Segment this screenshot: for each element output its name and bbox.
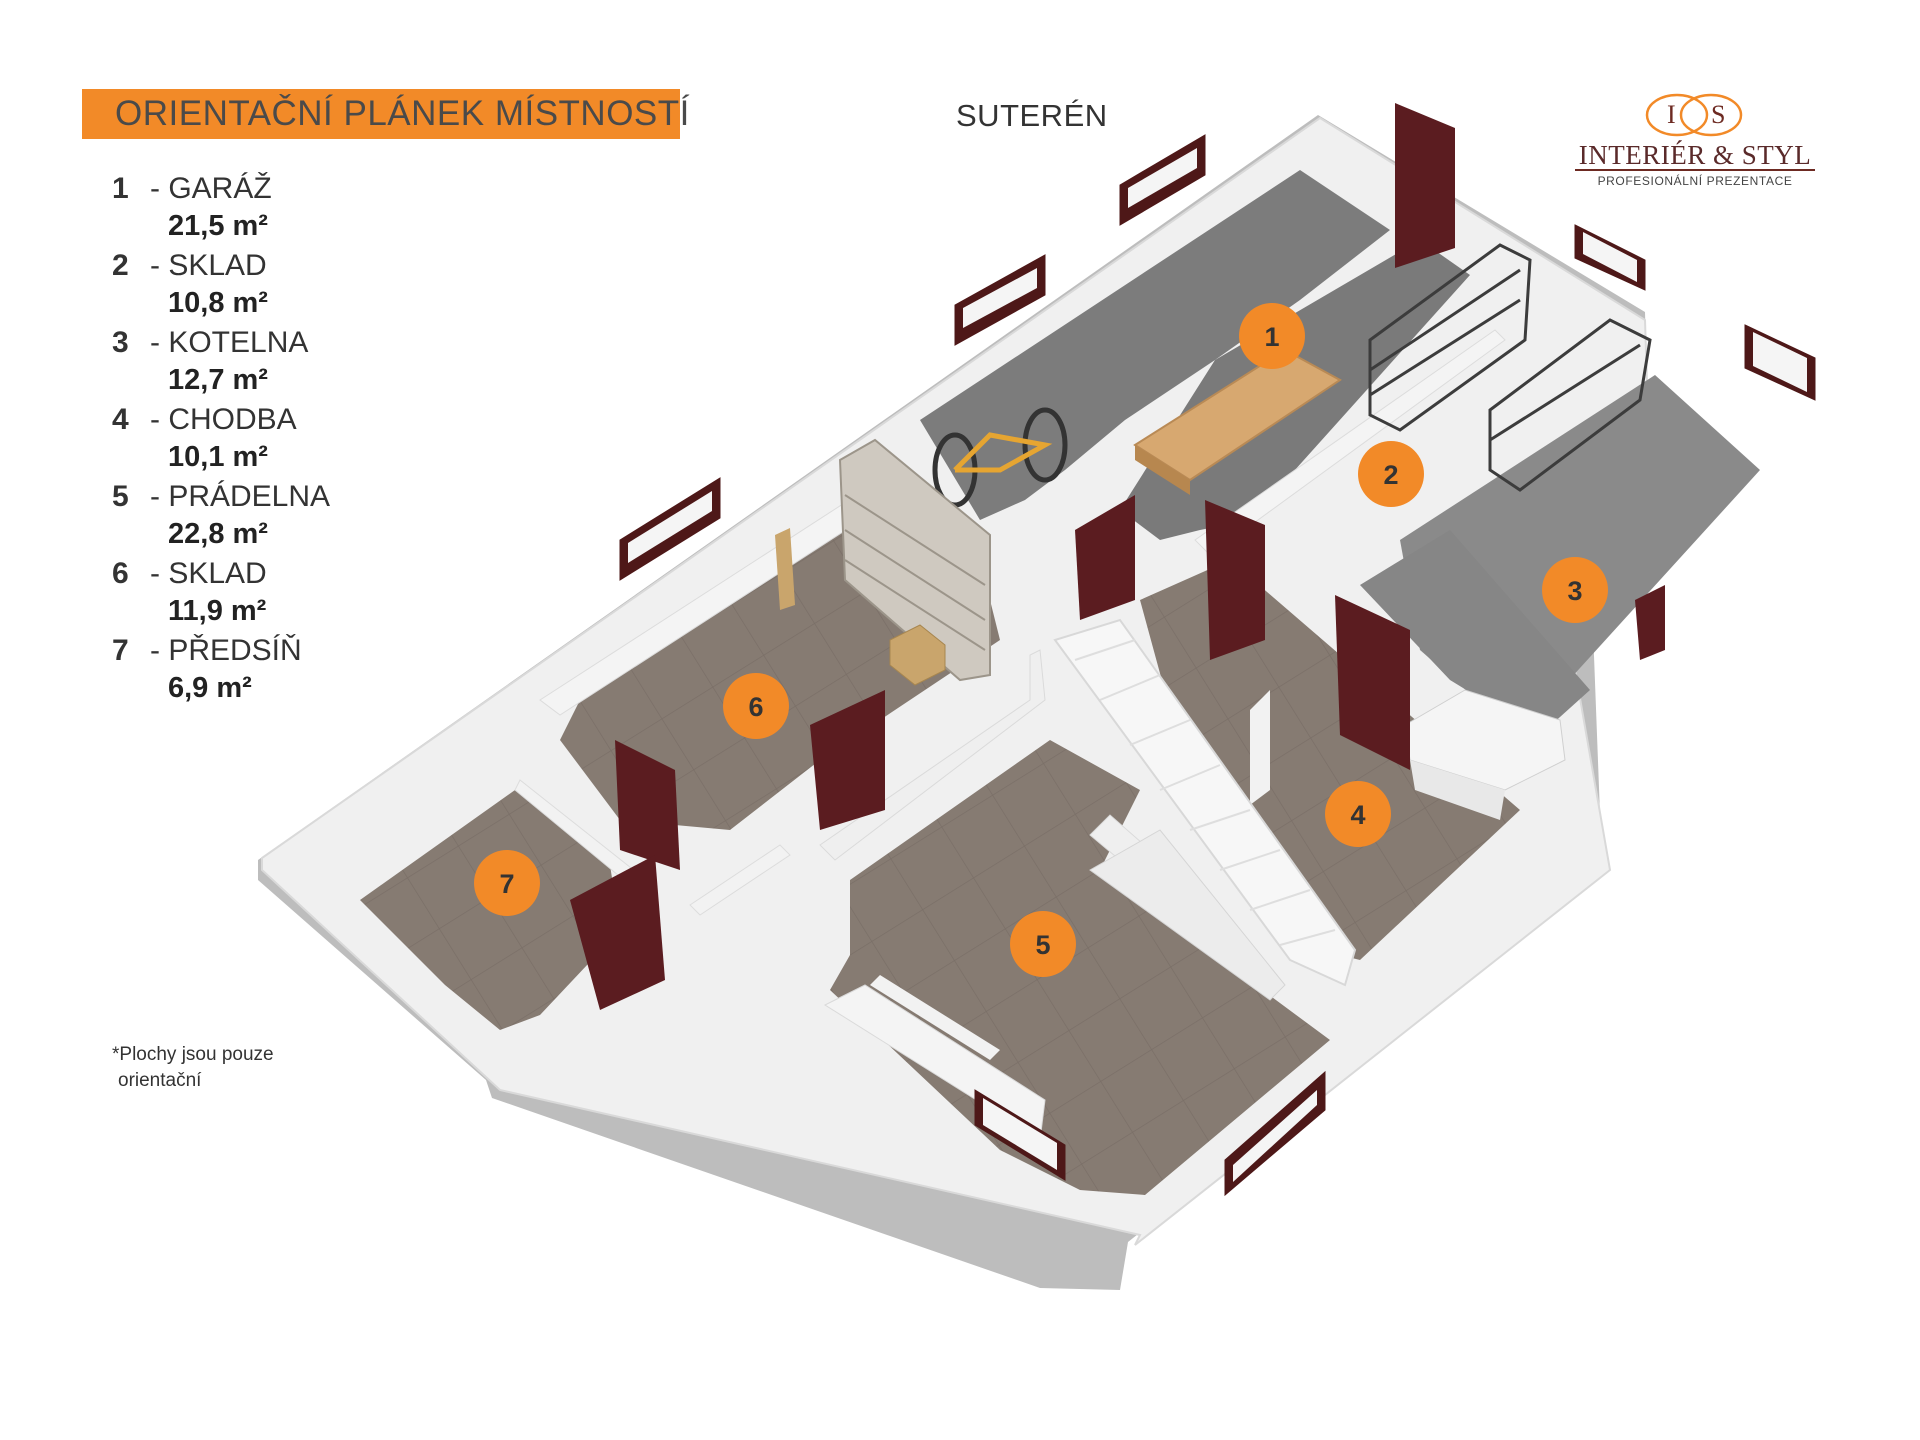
cardboard-box (889, 624, 946, 686)
logo-mark-left: I (1667, 100, 1676, 129)
inner-wall (689, 844, 791, 916)
legend-area: 21,5 m² (168, 210, 268, 242)
workbench-side (1135, 445, 1190, 495)
small-shelf (775, 528, 795, 610)
doors (570, 103, 1665, 1010)
legend-name: - GARÁŽ (150, 172, 272, 205)
boiler-front (1410, 760, 1505, 820)
legend-name: - SKLAD (150, 249, 267, 282)
room-badge-4-label: 4 (1350, 800, 1365, 830)
inner-wall (870, 975, 1000, 1060)
page-title: ORIENTAČNÍ PLÁNEK MÍSTNOSTÍ (115, 94, 690, 133)
legend-area: 10,8 m² (168, 287, 268, 319)
footnote: *Plochy jsou pouze orientační (112, 1042, 274, 1094)
legend-name: - PRÁDELNA (150, 480, 331, 513)
logo-tagline: PROFESIONÁLNÍ PREZENTACE (1597, 174, 1793, 188)
room-badge-5-label: 5 (1035, 930, 1050, 960)
legend-area: 22,8 m² (168, 518, 268, 550)
legend-name: - CHODBA (150, 403, 297, 436)
room-badge-2-label: 2 (1383, 460, 1398, 490)
metal-shelves (1368, 243, 1652, 492)
floor-room-1 (920, 170, 1390, 520)
floor-room-3-inner (1360, 530, 1590, 735)
logo-mark-icon (1645, 93, 1743, 137)
door (810, 690, 885, 830)
logo-mark-right: S (1711, 100, 1726, 129)
legend-number: 7 (112, 634, 129, 667)
room-badge-6-label: 6 (748, 692, 763, 722)
stair-side-wall (1089, 829, 1286, 1001)
legend-area: 6,9 m² (168, 672, 252, 704)
staircase (1053, 618, 1357, 987)
legend-name: - SKLAD (150, 557, 267, 590)
legend-number: 5 (112, 480, 129, 513)
brand-logo: I S INTERIÉR & STYL PROFESIONÁLNÍ PREZEN… (1575, 92, 1815, 192)
room-badge-4 (1325, 781, 1391, 847)
legend-number: 6 (112, 557, 129, 590)
legend-number: 1 (112, 172, 129, 205)
room-badge-3 (1542, 557, 1608, 623)
logo-divider (1575, 169, 1815, 171)
legend-area: 12,7 m² (168, 364, 268, 396)
room-badge-7 (474, 850, 540, 916)
legend-name: - KOTELNA (150, 326, 309, 359)
room-badge-3-label: 3 (1567, 576, 1582, 606)
window-panes (628, 148, 1807, 1182)
title-banner: ORIENTAČNÍ PLÁNEK MÍSTNOSTÍ (82, 89, 689, 139)
room-badge-6 (723, 673, 789, 739)
legend-name: - PŘEDSÍŇ (150, 634, 302, 667)
door (615, 740, 680, 870)
room-badge-1-label: 1 (1264, 322, 1279, 352)
footnote-line-1: *Plochy jsou pouze (112, 1044, 274, 1065)
door (1335, 595, 1410, 770)
room-badge-5 (1010, 911, 1076, 977)
door (570, 855, 665, 1010)
shelving-unit (838, 438, 991, 682)
door (1635, 585, 1665, 660)
inner-wall (1194, 329, 1506, 556)
floor-label: SUTERÉN (956, 98, 1108, 133)
room-badge-2 (1358, 441, 1424, 507)
legend-number: 2 (112, 249, 129, 282)
inner-wall (1250, 690, 1270, 805)
legend-number: 3 (112, 326, 129, 359)
room-badges: 1 2 3 4 5 6 7 (474, 303, 1608, 977)
door (1395, 103, 1455, 268)
footnote-line-2: orientační (118, 1070, 202, 1091)
door (1205, 500, 1265, 660)
room-badge-7-label: 7 (499, 869, 514, 899)
logo-brand-name: INTERIÉR & STYL (1578, 140, 1812, 170)
legend-number: 4 (112, 403, 129, 436)
door (1075, 495, 1135, 620)
legend-area: 10,1 m² (168, 441, 268, 473)
room-badge-1 (1239, 303, 1305, 369)
legend-area: 11,9 m² (168, 595, 267, 627)
